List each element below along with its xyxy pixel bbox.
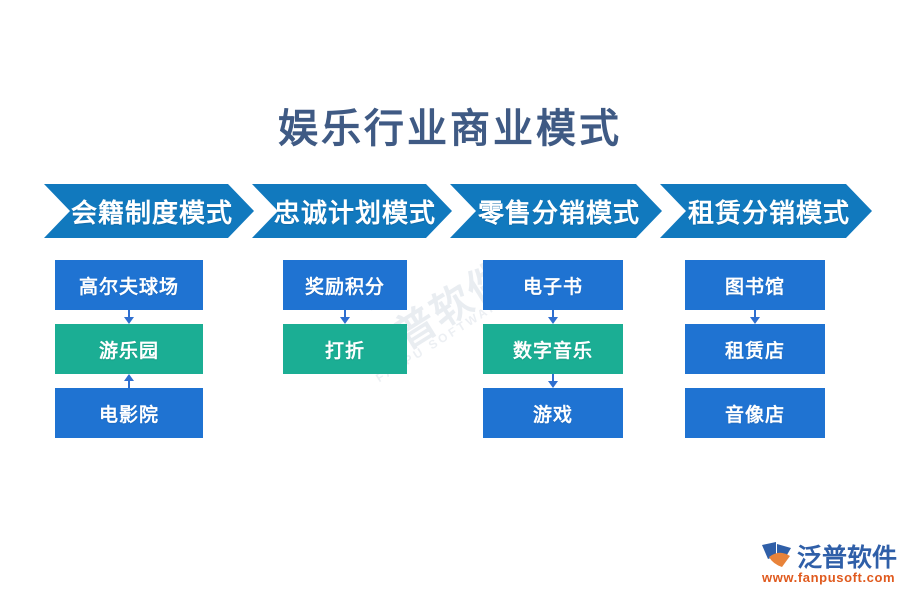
chevron-label: 会籍制度模式	[70, 198, 233, 229]
arrow-connector-down	[748, 310, 762, 324]
node-box[interactable]: 电子书	[483, 260, 623, 310]
chevron-banner-4[interactable]: 租赁分销模式	[660, 184, 872, 238]
node-box[interactable]: 电影院	[55, 388, 203, 438]
chevron-label: 忠诚计划模式	[273, 198, 436, 229]
chevron-banner-2[interactable]: 忠诚计划模式	[252, 184, 452, 238]
arrow-connector-down	[338, 310, 352, 324]
fanpu-logo-icon	[762, 542, 791, 567]
node-box[interactable]: 奖励积分	[283, 260, 407, 310]
footer-logo-name: 泛普软件	[797, 543, 898, 572]
node-box[interactable]: 数字音乐	[483, 324, 623, 374]
page-title: 娱乐行业商业模式	[278, 106, 622, 152]
arrow-connector-down	[546, 310, 560, 324]
footer-logo: 泛普软件 www.fanpusoft.com	[760, 538, 897, 590]
node-box[interactable]: 高尔夫球场	[55, 260, 203, 310]
node-box[interactable]: 打折	[283, 324, 407, 374]
node-box[interactable]: 租赁店	[685, 324, 825, 374]
chevron-label: 租赁分销模式	[687, 198, 850, 229]
node-box[interactable]: 游戏	[483, 388, 623, 438]
chevron-banner-3[interactable]: 零售分销模式	[450, 184, 662, 238]
chevron-shape	[252, 184, 452, 238]
node-box[interactable]: 游乐园	[55, 324, 203, 374]
footer-logo-url: www.fanpusoft.com	[762, 570, 896, 585]
node-box[interactable]: 音像店	[685, 388, 825, 438]
chevron-shape	[44, 184, 254, 238]
chevron-banner-1[interactable]: 会籍制度模式	[44, 184, 254, 238]
arrow-connector-down	[122, 310, 136, 324]
chevron-shape	[660, 184, 872, 238]
arrow-connector-up	[122, 374, 136, 388]
arrow-connector-down	[546, 374, 560, 388]
chevron-label: 零售分销模式	[477, 198, 640, 229]
node-box[interactable]: 图书馆	[685, 260, 825, 310]
chevron-band: 会籍制度模式 忠诚计划模式 零售分销模式 租赁分销模式	[0, 184, 900, 240]
chevron-shape	[450, 184, 662, 238]
